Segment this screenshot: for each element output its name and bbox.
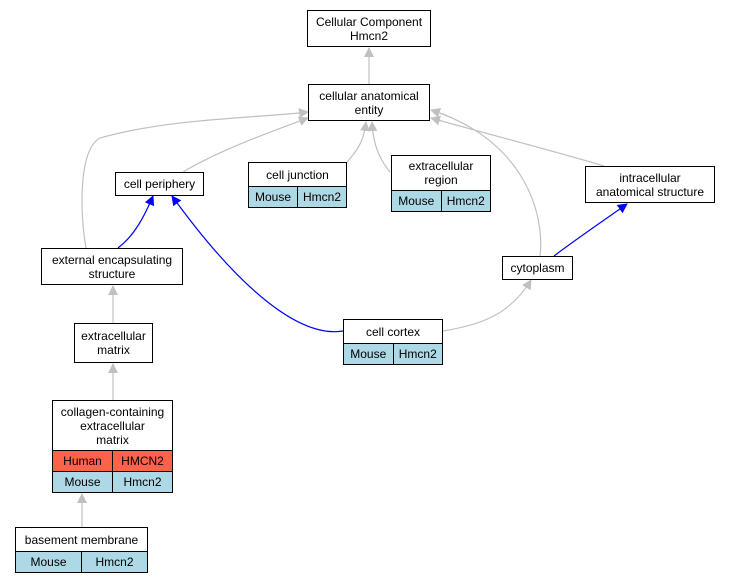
node-label: extracellular region <box>408 159 474 187</box>
edge-external-encapsulating-part-of-cell-periphery <box>117 195 155 249</box>
gene-cell: Hmcn2 <box>440 191 491 211</box>
gene-cell: Hmcn2 <box>81 552 147 572</box>
node-collagen-containing-extracellular-matrix[interactable]: collagen-containing extracellular matrix… <box>52 400 173 493</box>
species-cell: Human <box>63 454 102 468</box>
gene-cell: Hmcn2 <box>392 344 443 364</box>
species-cell: Mouse <box>30 555 67 569</box>
gene-cell: Hmcn2 <box>297 187 346 207</box>
species-cell: Mouse <box>64 475 101 489</box>
node-label: cell cortex <box>365 324 421 339</box>
node-label: basement membrane <box>24 532 139 547</box>
annotation-row-mouse: Mouse Hmcn2 <box>344 343 442 364</box>
species-cell: Mouse <box>350 347 387 361</box>
node-label: Cellular Component Hmcn2 <box>315 14 423 43</box>
annotation-row-mouse: Mouse Hmcn2 <box>392 190 490 211</box>
node-label: external encapsulating structure <box>51 252 173 281</box>
edge-intracellular-to-cae <box>430 115 605 167</box>
node-label: extracellular matrix <box>81 329 146 357</box>
edge-cell-junction-to-cae <box>346 121 370 163</box>
species-cell: Mouse <box>254 190 292 204</box>
node-label: intracellular anatomical structure <box>595 170 705 199</box>
edge-cytoplasm-part-of-intracellular <box>553 203 628 257</box>
gene-cell: HMCN2 <box>112 451 172 471</box>
node-cytoplasm[interactable]: cytoplasm <box>502 256 573 280</box>
annotation-row-mouse: Mouse Hmcn2 <box>53 471 172 492</box>
annotation-row-human: Human HMCN2 <box>53 450 172 471</box>
node-cell-junction[interactable]: cell junction Mouse Hmcn2 <box>248 162 347 208</box>
node-cell-periphery[interactable]: cell periphery <box>115 172 204 196</box>
gene-cell: Hmcn2 <box>112 472 172 492</box>
node-cellular-component-root[interactable]: Cellular Component Hmcn2 <box>307 10 431 47</box>
node-intracellular-anatomical-structure[interactable]: intracellular anatomical structure <box>585 166 715 203</box>
edge-cell-periphery-to-cae <box>182 116 309 173</box>
node-label: cellular anatomical entity <box>319 88 419 117</box>
edge-cytoplasm-to-cae <box>430 107 542 257</box>
edge-cell-cortex-to-cytoplasm <box>442 279 532 332</box>
species-cell: Mouse <box>398 194 435 208</box>
edge-external-encapsulating-to-cae <box>81 108 309 249</box>
node-label: cytoplasm <box>510 261 565 275</box>
node-label: collagen-containing extracellular matrix <box>60 404 165 447</box>
annotation-row-mouse: Mouse Hmcn2 <box>16 551 147 572</box>
node-extracellular-region[interactable]: extracellular region Mouse Hmcn2 <box>391 155 491 212</box>
node-cellular-anatomical-entity[interactable]: cellular anatomical entity <box>308 84 430 121</box>
node-basement-membrane[interactable]: basement membrane Mouse Hmcn2 <box>15 527 148 573</box>
edge-extracellular-region-to-cae <box>367 121 391 173</box>
node-extracellular-matrix[interactable]: extracellular matrix <box>74 323 153 363</box>
node-label: cell junction <box>266 167 329 182</box>
node-external-encapsulating-structure[interactable]: external encapsulating structure <box>41 248 183 285</box>
node-cell-cortex[interactable]: cell cortex Mouse Hmcn2 <box>343 319 443 365</box>
edge-cell-cortex-part-of-cell-periphery <box>171 195 344 333</box>
annotation-row-mouse: Mouse Hmcn2 <box>249 186 346 207</box>
node-label: cell periphery <box>123 177 196 191</box>
